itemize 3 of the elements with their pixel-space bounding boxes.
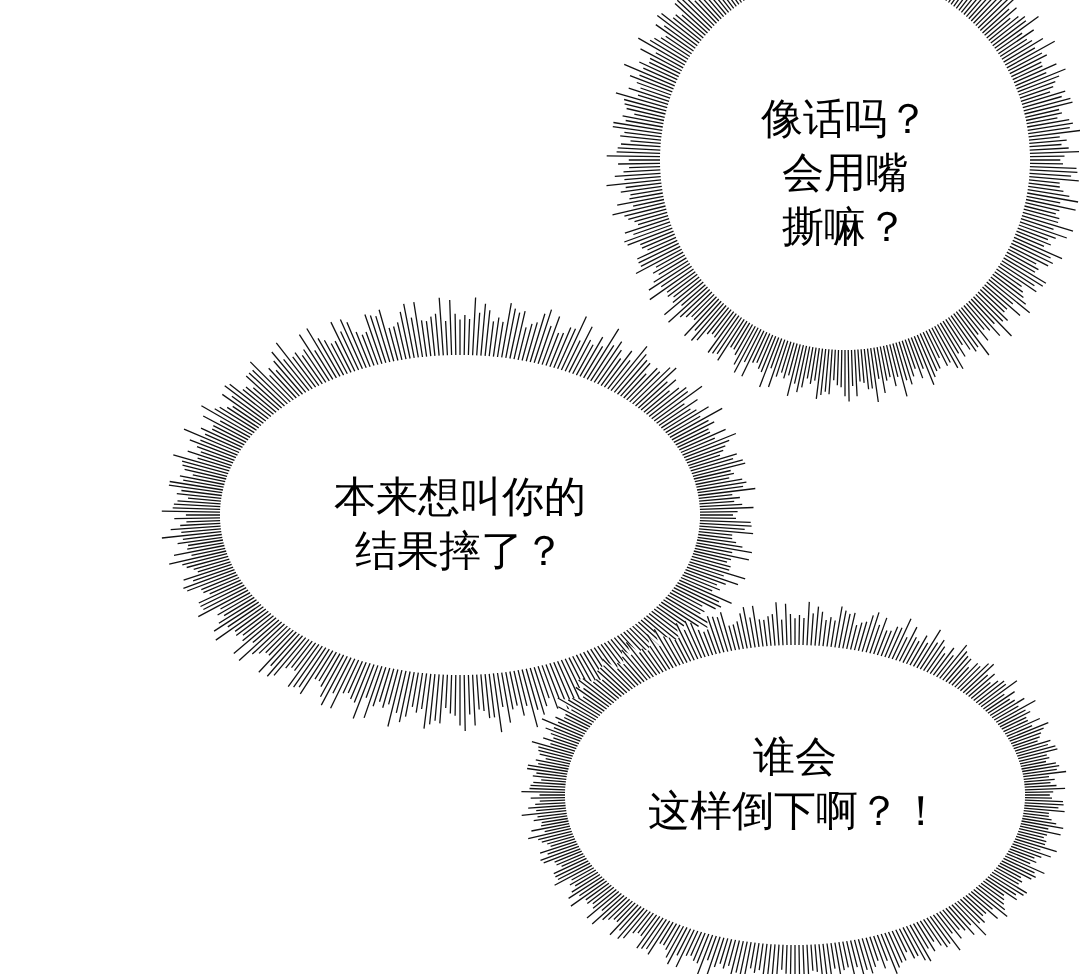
speech-text: 谁会这样倒下啊？！ xyxy=(648,731,942,837)
speech-text: 像话吗？会用嘴撕嘛？ xyxy=(761,93,929,253)
speech-text: 本来想叫你的结果摔了？ xyxy=(334,471,586,577)
